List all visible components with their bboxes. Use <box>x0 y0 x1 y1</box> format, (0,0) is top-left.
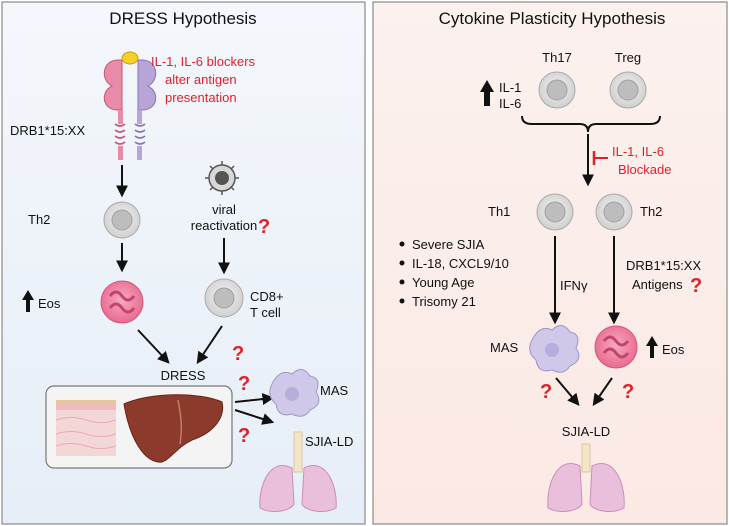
sjia-ld-label-right: SJIA-LD <box>562 424 610 439</box>
th1-cell-icon <box>536 193 574 231</box>
up-arrow-icon <box>646 336 658 358</box>
list-item: Severe SJIA <box>412 237 485 252</box>
th1-label: Th1 <box>488 204 510 219</box>
macrophage-icon-right <box>529 325 580 373</box>
virus-line2: reactivation <box>191 218 257 233</box>
eosinophil-icon <box>100 280 144 324</box>
blocker-line2: alter antigen <box>165 72 237 87</box>
inhibit-icon <box>592 151 608 165</box>
arrow-dress-mas <box>234 393 275 405</box>
blockade-line1: IL-1, IL-6 <box>612 144 664 159</box>
mas-question: ? <box>238 373 250 395</box>
up-arrow-icon <box>480 80 494 106</box>
arrow-eos-sjia <box>592 377 613 406</box>
sjia-question: ? <box>238 425 250 447</box>
list-item: IL-18, CXCL9/10 <box>412 256 509 271</box>
th2-label-right: Th2 <box>640 204 662 219</box>
il6-label: IL-6 <box>499 96 521 111</box>
mas-question-right: ? <box>540 381 552 403</box>
virus-line1: viral <box>212 202 236 217</box>
ifn-label: IFNγ <box>560 278 588 293</box>
eos-question-right: ? <box>622 381 634 403</box>
hla-label-right: DRB1*15:XX <box>626 258 701 273</box>
skin-icon <box>55 400 117 456</box>
cd8-question: ? <box>232 343 244 365</box>
risk-factor-list: Severe SJIA IL-18, CXCL9/10 Young Age Tr… <box>399 237 509 309</box>
hla-receptor-icon <box>103 51 157 160</box>
macrophage-icon <box>269 369 320 417</box>
left-title: DRESS Hypothesis <box>109 9 256 28</box>
th17-cell-icon <box>538 71 576 109</box>
th2-cell-icon <box>103 201 141 239</box>
list-item: Young Age <box>412 275 474 290</box>
liver-icon <box>123 394 224 463</box>
arrow-eos-dress <box>137 329 170 364</box>
up-arrow-icon <box>22 290 34 312</box>
virus-question: ? <box>258 216 270 238</box>
antigens-label: Antigens <box>632 277 683 292</box>
mas-label: MAS <box>320 383 349 398</box>
il1-label: IL-1 <box>499 80 521 95</box>
eos-label: Eos <box>38 296 61 311</box>
th2-cell-icon-right <box>595 193 633 231</box>
cd8-line1: CD8+ <box>250 289 284 304</box>
blocker-line3: presentation <box>165 90 237 105</box>
list-item: Trisomy 21 <box>412 294 476 309</box>
hla-label: DRB1*15:XX <box>10 123 85 138</box>
arrow-mas-sjia <box>555 377 580 406</box>
dress-label: DRESS <box>161 368 206 383</box>
blocker-line1: IL-1, IL-6 blockers <box>151 54 256 69</box>
treg-label: Treg <box>615 50 641 65</box>
blockade-line2: Blockade <box>618 162 671 177</box>
brace <box>521 115 661 133</box>
antigens-question: ? <box>690 275 702 297</box>
lung-icon-right <box>547 443 625 512</box>
antigen-icon <box>121 51 139 65</box>
sjia-ld-label: SJIA-LD <box>305 434 353 449</box>
th2-label: Th2 <box>28 212 50 227</box>
mas-label-right: MAS <box>490 340 519 355</box>
cd8-cell-icon <box>204 278 244 318</box>
eos-label-right: Eos <box>662 342 685 357</box>
treg-cell-icon <box>609 71 647 109</box>
virus-icon <box>205 161 239 195</box>
cd8-line2: T cell <box>250 305 281 320</box>
th17-label: Th17 <box>542 50 572 65</box>
lung-icon <box>259 431 337 512</box>
arrow-cd8-dress <box>196 325 223 364</box>
arrow-dress-sjia <box>234 409 275 425</box>
right-title: Cytokine Plasticity Hypothesis <box>439 9 666 28</box>
eosinophil-icon-right <box>594 325 638 369</box>
